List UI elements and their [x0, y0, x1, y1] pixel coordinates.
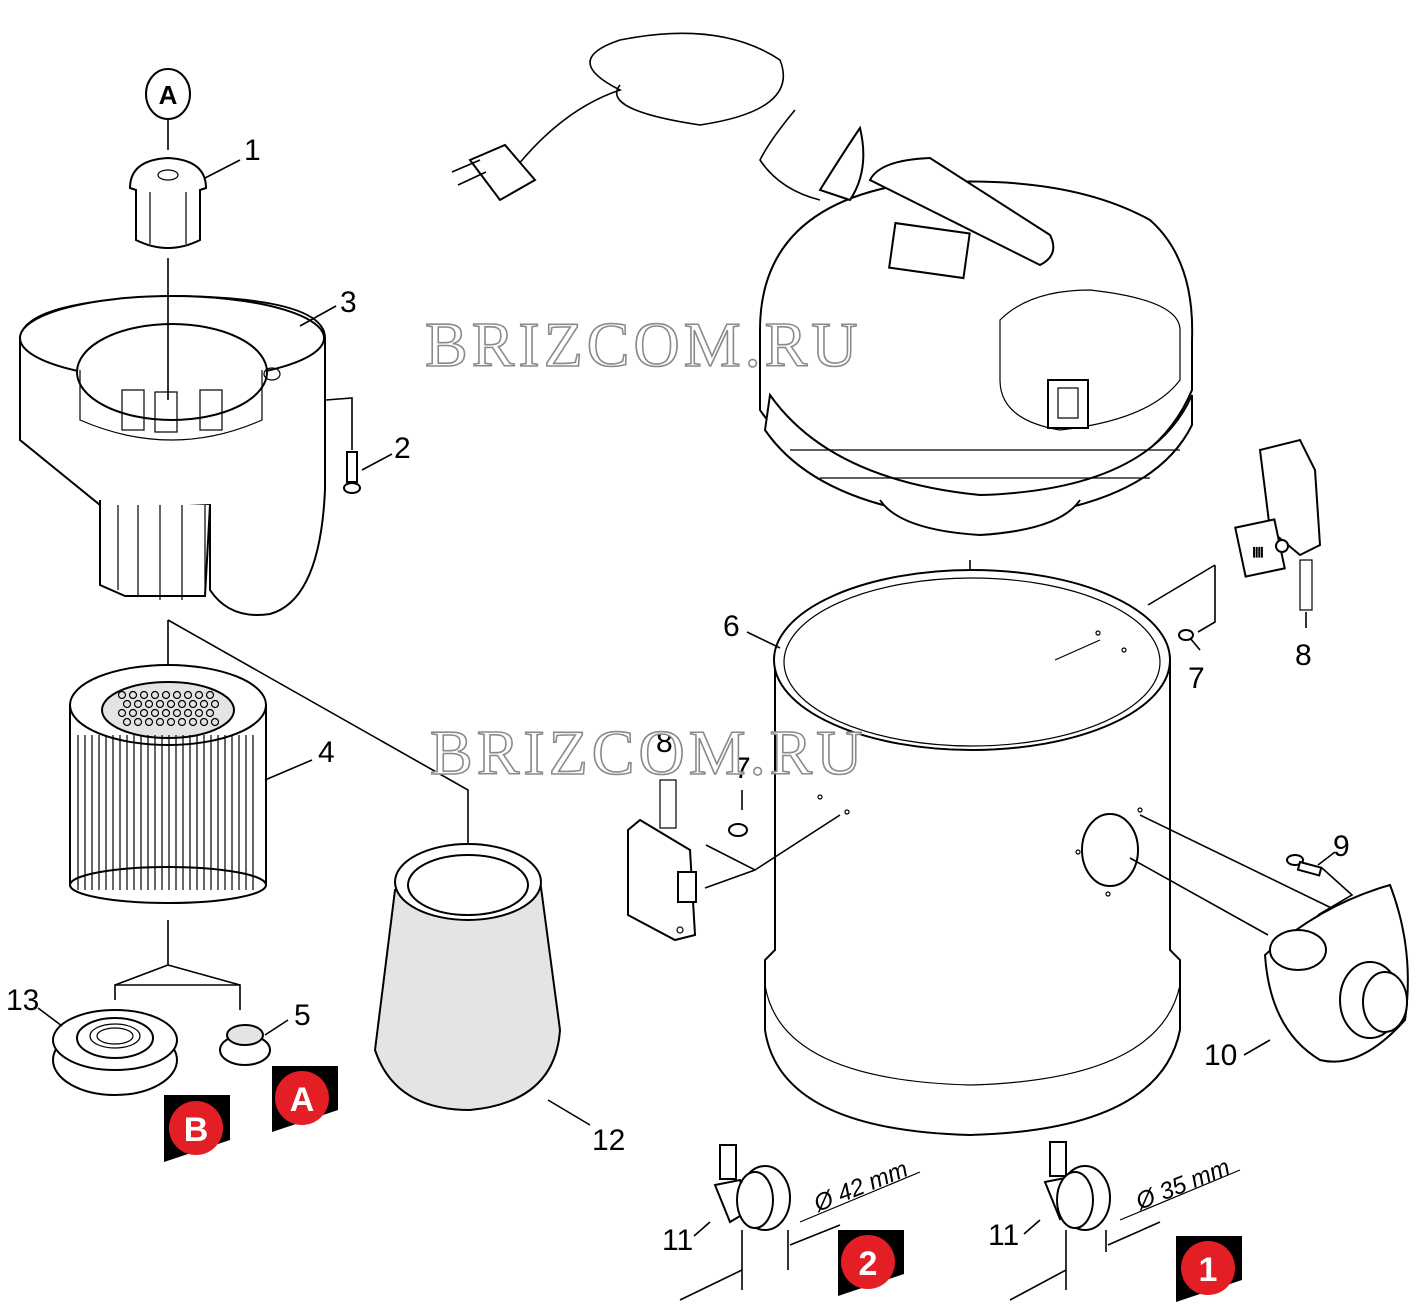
svg-text:A: A	[159, 80, 178, 110]
label-part-3: 3	[340, 286, 357, 319]
badge-b: B	[164, 1095, 230, 1162]
label-part-12: 12	[592, 1124, 625, 1157]
label-part-8-right: 8	[1295, 639, 1312, 672]
svg-text:A: A	[290, 1081, 315, 1119]
badge-a: A	[272, 1066, 338, 1132]
part-2-screw	[325, 397, 393, 494]
label-part-6: 6	[723, 610, 740, 643]
svg-text:||||: ||||	[1253, 547, 1263, 558]
part-11-castor-left	[679, 1144, 841, 1301]
part-11-castor-right	[1009, 1141, 1161, 1301]
label-part-13: 13	[6, 984, 39, 1017]
part-3-filter-basket	[19, 258, 337, 616]
power-cord	[451, 32, 821, 202]
label-part-10: 10	[1204, 1039, 1237, 1072]
label-part-5: 5	[294, 999, 311, 1032]
cartridge-pleats	[77, 690, 254, 890]
part-13-retaining-ring	[37, 1007, 178, 1096]
part-5-plug	[219, 1019, 289, 1066]
svg-text:B: B	[184, 1111, 209, 1149]
label-part-7-left: 7	[734, 752, 751, 785]
part-1-float-cap	[128, 156, 241, 249]
label-part-8-left: 8	[656, 726, 673, 759]
motor-head	[759, 125, 1194, 537]
part-12-filter-bag	[373, 843, 591, 1126]
watermark-top: BRIZCOM.RU	[425, 309, 862, 380]
label-part-9: 9	[1333, 830, 1350, 863]
part-8-clamp-right: ||||	[1147, 438, 1322, 651]
dimension-35mm: Ø 35 mm	[1131, 1154, 1234, 1216]
label-part-2: 2	[394, 432, 411, 465]
watermark-middle: BRIZCOM.RU	[430, 717, 867, 788]
part-10-hose-inlet	[1129, 814, 1409, 1063]
svg-text:1: 1	[1199, 1251, 1218, 1289]
label-part-7-right: 7	[1188, 662, 1205, 695]
part-8-clamp-left	[627, 779, 841, 942]
dimension-leaders	[799, 1169, 1241, 1223]
part-6-tank	[746, 569, 1181, 1137]
part-4-cartridge-filter	[69, 664, 313, 904]
svg-text:2: 2	[859, 1245, 878, 1283]
label-part-11-right: 11	[988, 1219, 1019, 1252]
leader-cartridge-accessories	[114, 920, 241, 1010]
reference-tag-a-top: A	[145, 68, 191, 150]
label-part-1: 1	[244, 134, 261, 167]
label-part-11-left: 11	[662, 1224, 693, 1257]
badge-2: 2	[838, 1230, 904, 1296]
dimension-42mm: Ø 42 mm	[809, 1156, 912, 1218]
label-part-4: 4	[318, 736, 335, 769]
badge-1: 1	[1176, 1236, 1242, 1302]
